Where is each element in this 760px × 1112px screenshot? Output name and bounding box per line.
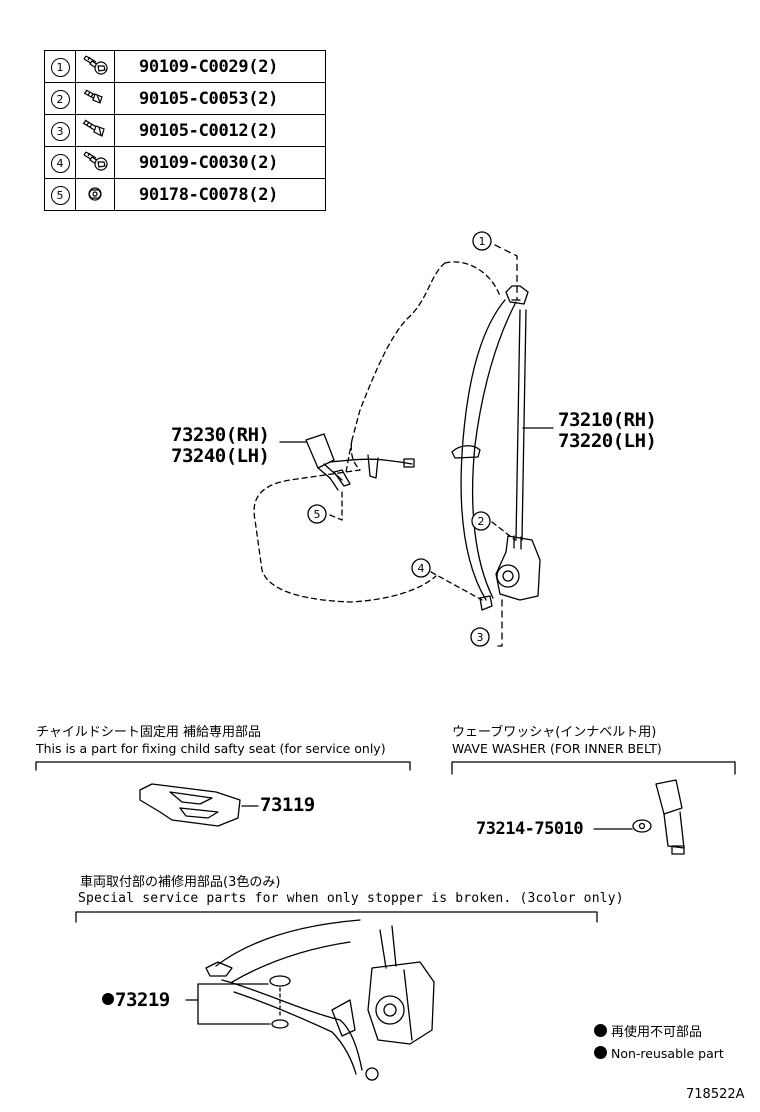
part-number: 90109-C0029(2) (114, 50, 326, 83)
table-row: 3 90105-C0012(2) (44, 114, 326, 147)
ref-circle: 4 (50, 154, 70, 173)
table-row: 2 90105-C0053(2) (44, 82, 326, 115)
part-number: 90105-C0012(2) (114, 114, 326, 147)
callout-1: 1 (479, 235, 486, 248)
diagram-id: 718522A (686, 1087, 745, 1102)
fastener-line-3 (497, 597, 503, 647)
legend-en: Non-reusable part (611, 1046, 724, 1061)
wave-washer-bracket (451, 761, 736, 775)
fastener-line-4 (430, 571, 483, 601)
non-reusable-dot-icon (594, 1046, 607, 1059)
callout-3: 3 (477, 631, 484, 644)
buckle-lh-label: 73240(LH) (171, 445, 270, 467)
stopper-bracket (75, 911, 598, 923)
legend: 再使用不可部品 Non-reusable part (594, 1022, 724, 1065)
callout-4: 4 (418, 562, 425, 575)
child-seat-part-number: 73119 (260, 794, 315, 816)
seat-outline (253, 261, 501, 603)
bolt-icon (82, 118, 105, 137)
belt-webbing (460, 299, 517, 601)
table-row: 4 90109-C0030(2) (44, 146, 326, 179)
part-number: 90105-C0053(2) (114, 82, 326, 115)
belt-rh-label: 73210(RH) (558, 409, 657, 431)
child-seat-title-jp: チャイルドシート固定用 補給専用部品 (36, 725, 262, 740)
wave-washer-title-jp: ウェーブワッシャ(インナベルト用) (452, 725, 657, 740)
part-number: 90178-C0078(2) (114, 178, 326, 211)
upper-anchor (505, 285, 529, 305)
belt-lh-label: 73220(LH) (558, 430, 657, 452)
belt-guide (451, 445, 481, 459)
bolt-icon (83, 88, 103, 104)
fastener-line-2 (491, 521, 516, 541)
ref-circle: 5 (50, 186, 70, 205)
buckle-rh-label: 73230(RH) (171, 424, 270, 446)
child-seat-title-en: This is a part for fixing child safty se… (36, 741, 386, 756)
ref-circle: 2 (50, 90, 70, 109)
parts-table: 1 90109-C0029(2) 2 90105-C0053(2) 3 9010… (44, 50, 326, 211)
stopper-title-en: Special service parts for when only stop… (78, 891, 624, 906)
part-number: 90109-C0030(2) (114, 146, 326, 179)
leader-73219 (185, 983, 271, 1025)
child-seat-plate (139, 783, 241, 827)
legend-jp: 再使用不可部品 (611, 1025, 703, 1040)
bolt-with-flange-icon (83, 150, 108, 171)
stopper-part-number: 73219 (102, 990, 170, 1011)
ref-circle: 3 (50, 122, 70, 141)
buckle-assembly (305, 433, 415, 491)
callout-2: 2 (478, 515, 485, 528)
child-seat-bracket (35, 761, 411, 771)
non-reusable-dot-icon (594, 1024, 607, 1037)
table-row: 1 90109-C0029(2) (44, 50, 326, 83)
ref-circle: 1 (50, 58, 70, 77)
retractor (495, 535, 541, 601)
wave-washer-part-number: 73214-75010 (476, 819, 584, 839)
wave-washer-title-en: WAVE WASHER (FOR INNER BELT) (452, 741, 662, 756)
non-reusable-dot-icon (102, 993, 114, 1005)
callout-5: 5 (314, 508, 321, 521)
fastener-line-1 (494, 244, 518, 301)
wave-washer-assembly (632, 779, 685, 855)
belt-shoulder-strap (515, 309, 527, 541)
stopper-assembly (205, 919, 435, 1081)
fastener-line-5 (329, 491, 343, 521)
nut-icon (88, 186, 102, 201)
bolt-with-flange-icon (83, 54, 108, 75)
stopper-title-jp: 車両取付部の補修用部品(3色のみ) (80, 875, 281, 890)
lower-anchor (479, 595, 493, 611)
table-row: 5 90178-C0078(2) (44, 178, 326, 211)
